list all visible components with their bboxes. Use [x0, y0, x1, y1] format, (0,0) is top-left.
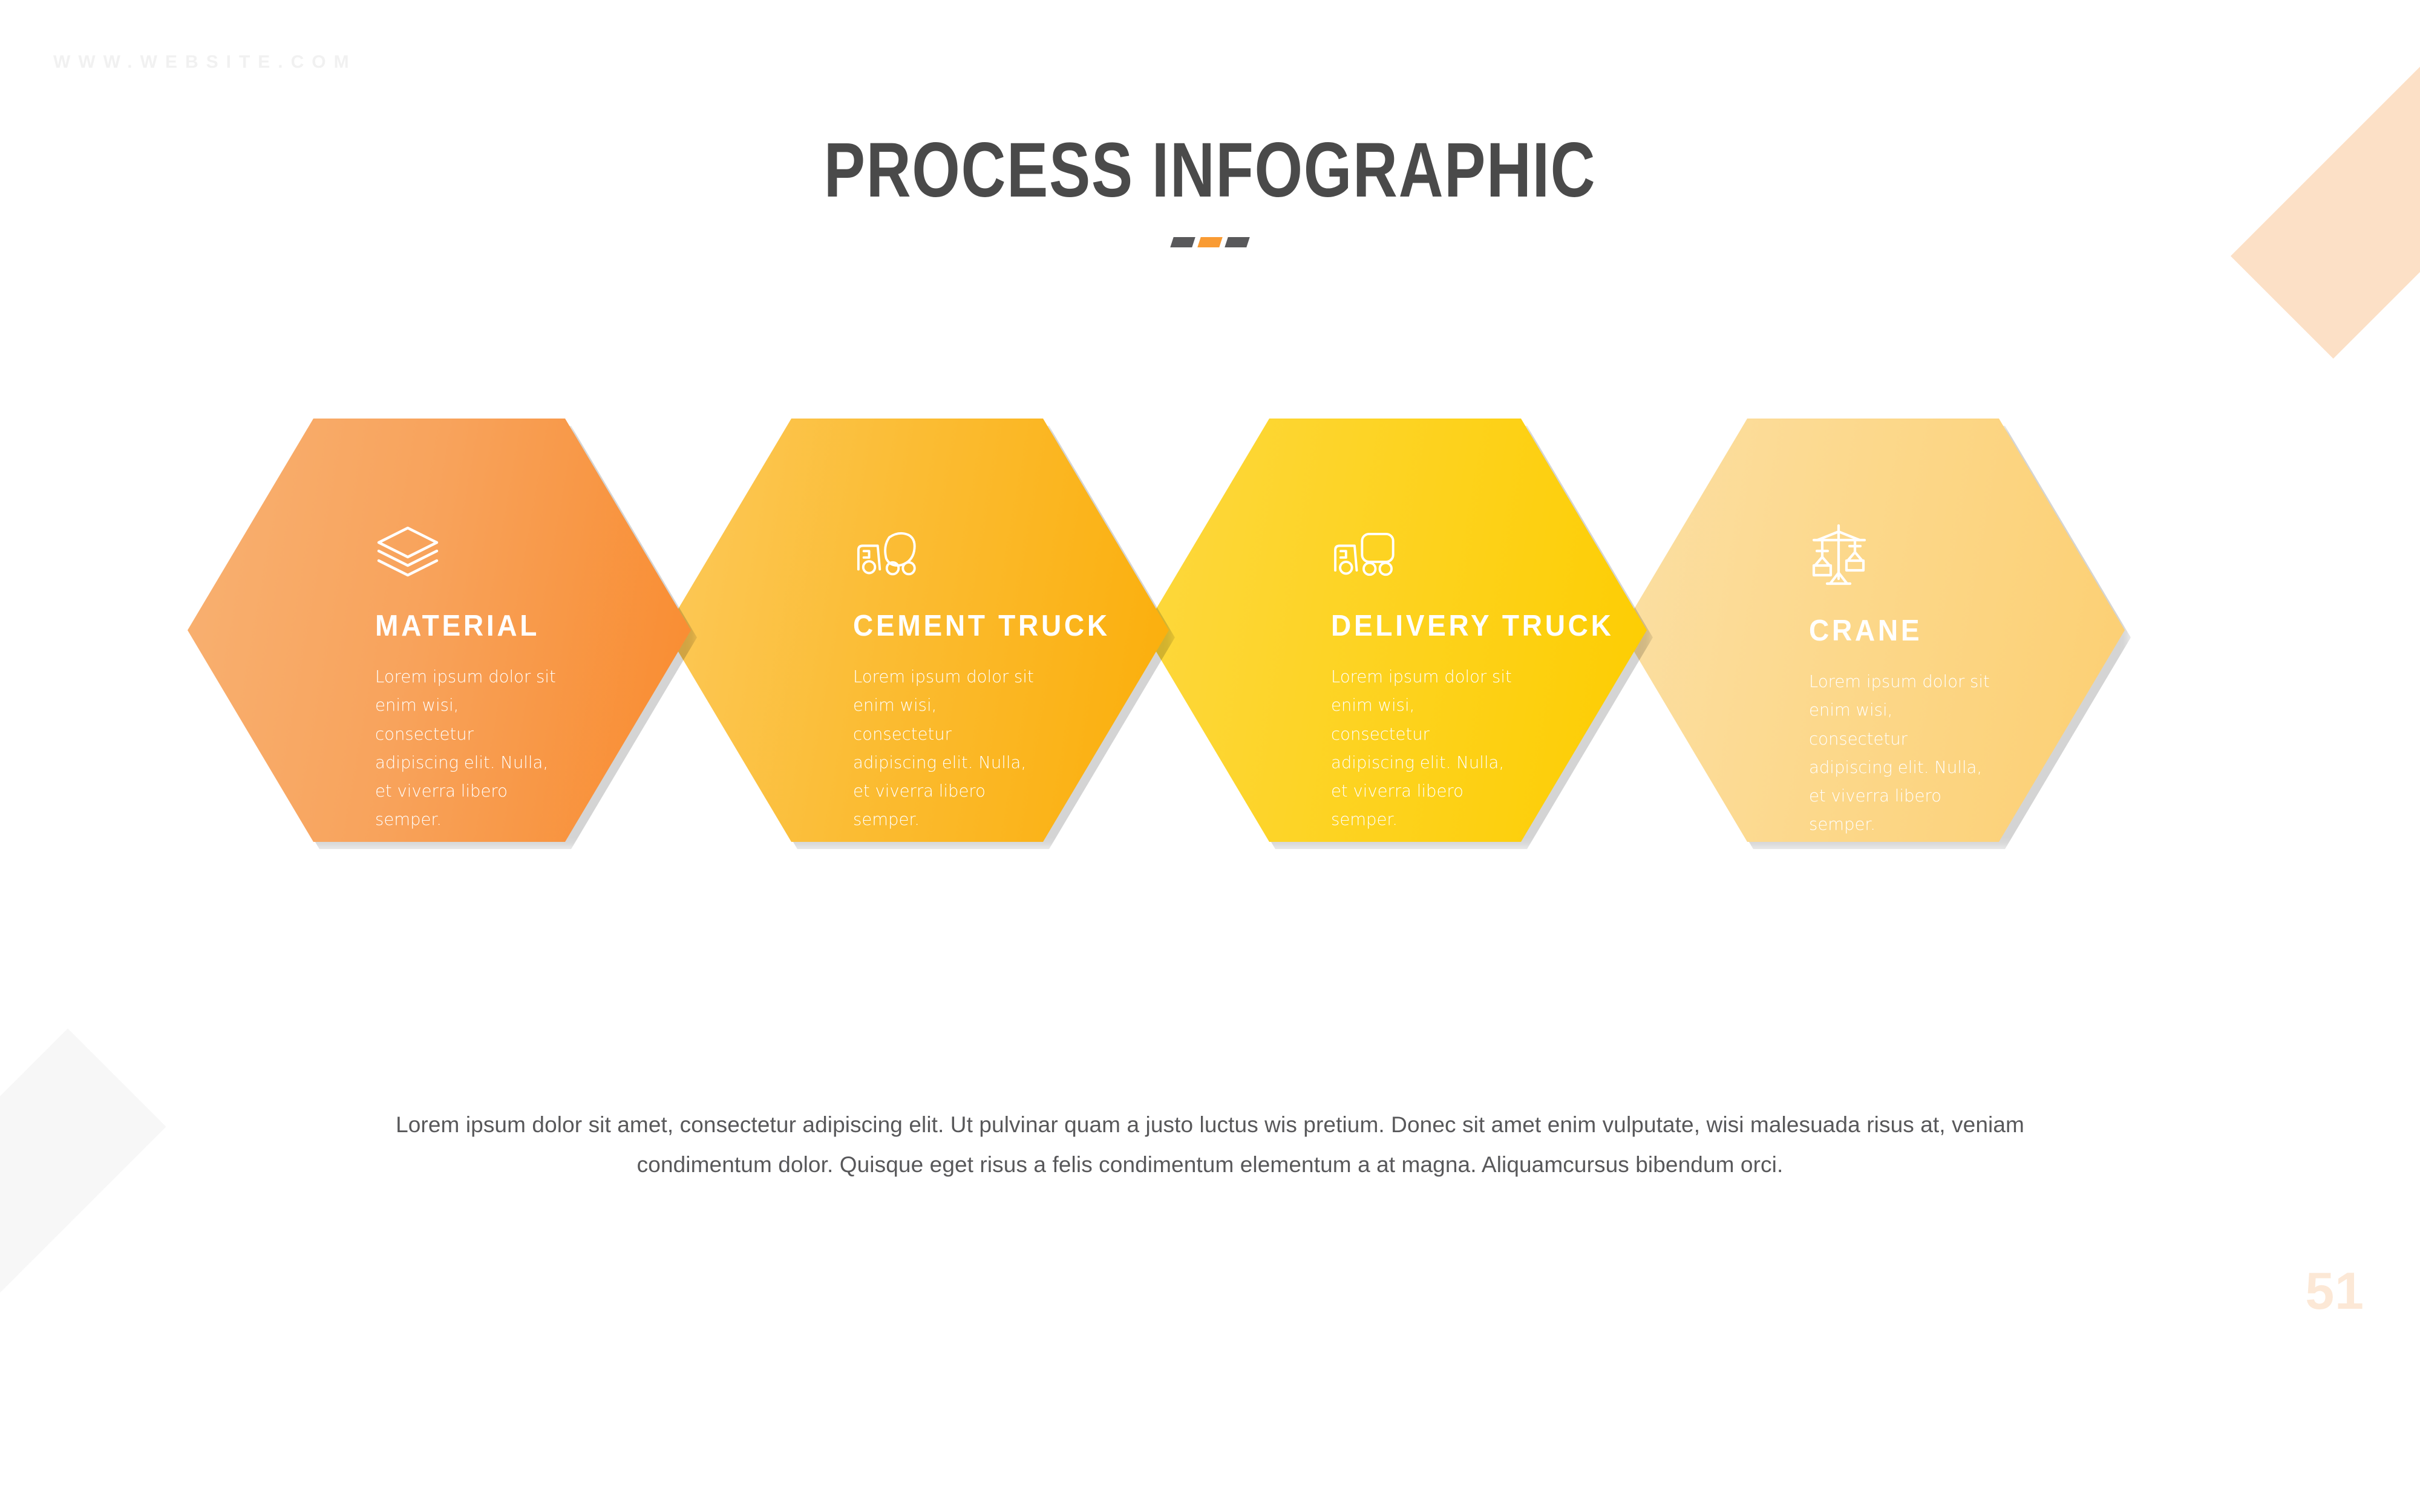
step-content-material: MATERIAL Lorem ipsum dolor sit enim wisi…	[375, 524, 635, 835]
process-steps: MATERIAL Lorem ipsum dolor sit enim wisi…	[188, 419, 2245, 842]
crane-icon	[1809, 524, 1868, 585]
step-title-delivery-truck: DELIVERY TRUCK	[1331, 610, 1614, 642]
process-step-material[interactable]: MATERIAL Lorem ipsum dolor sit enim wisi…	[188, 419, 691, 842]
divider-dash-orange	[1197, 237, 1223, 247]
step-description-material: Lorem ipsum dolor sit enim wisi, consect…	[375, 667, 556, 830]
step-title-crane: CRANE	[1809, 614, 1923, 647]
footer-paragraph: Lorem ipsum dolor sit amet, consectetur …	[396, 1112, 2024, 1177]
step-description-cement-truck: Lorem ipsum dolor sit enim wisi, consect…	[853, 667, 1034, 830]
page-title: PROCESS INFOGRAPHIC	[823, 127, 1597, 213]
delivery-truck-icon	[1331, 524, 1396, 580]
website-watermark: WWW.WEBSITE.COM	[53, 52, 357, 72]
process-step-crane[interactable]: CRANE Lorem ipsum dolor sit enim wisi, c…	[1621, 419, 2125, 842]
title-divider	[0, 237, 2420, 247]
step-description-delivery-truck: Lorem ipsum dolor sit enim wisi, consect…	[1331, 667, 1512, 830]
layers-icon	[375, 524, 440, 580]
divider-dash-gray-right	[1225, 237, 1250, 247]
step-content-delivery-truck: DELIVERY TRUCK Lorem ipsum dolor sit eni…	[1331, 524, 1614, 835]
corner-decoration-bottom-left	[0, 1028, 166, 1512]
header: PROCESS INFOGRAPHIC	[0, 132, 2420, 247]
cement-truck-icon	[853, 524, 918, 580]
process-step-delivery-truck[interactable]: DELIVERY TRUCK Lorem ipsum dolor sit eni…	[1143, 419, 1647, 842]
step-content-crane: CRANE Lorem ipsum dolor sit enim wisi, c…	[1809, 524, 2069, 839]
divider-dash-gray-left	[1170, 237, 1195, 247]
step-title-material: MATERIAL	[375, 610, 540, 642]
step-title-cement-truck: CEMENT TRUCK	[853, 610, 1110, 642]
step-content-cement-truck: CEMENT TRUCK Lorem ipsum dolor sit enim …	[853, 524, 1113, 835]
hexagon-shape-crane	[1621, 419, 2125, 842]
step-description-crane: Lorem ipsum dolor sit enim wisi, consect…	[1809, 672, 1990, 835]
process-step-cement-truck[interactable]: CEMENT TRUCK Lorem ipsum dolor sit enim …	[666, 419, 1169, 842]
page-number: 51	[2305, 1262, 2364, 1320]
